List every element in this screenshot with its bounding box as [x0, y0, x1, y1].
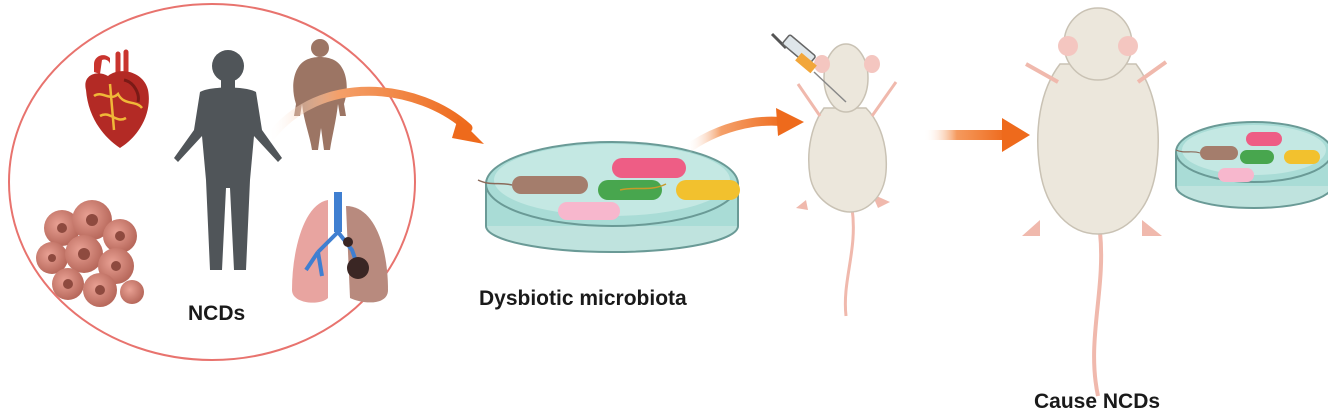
ncd-group	[8, 3, 416, 361]
cause-ncds-label: Cause NCDs	[1034, 390, 1161, 413]
bacteria-icon	[477, 158, 740, 220]
arrow-to-mouse	[681, 108, 804, 155]
heart-icon	[85, 49, 149, 148]
tumor-cells-icon	[36, 200, 144, 307]
syringe-icon	[770, 32, 847, 103]
petri-dish-icon	[477, 141, 740, 253]
human-body-icon	[174, 50, 282, 270]
lungs-icon	[292, 192, 388, 303]
petri-dish-icon	[1175, 121, 1328, 209]
dysbiotic-microbiota-label: Dysbiotic microbiota	[479, 287, 687, 310]
arrow-straight	[924, 118, 1030, 152]
bacteria-icon	[1175, 132, 1320, 182]
ncd-circle	[8, 3, 416, 361]
mouse-icon	[796, 43, 898, 317]
arrow-to-dish	[263, 86, 484, 145]
mouse-icon	[1022, 7, 1168, 397]
ncds-label: NCDs	[188, 302, 246, 325]
